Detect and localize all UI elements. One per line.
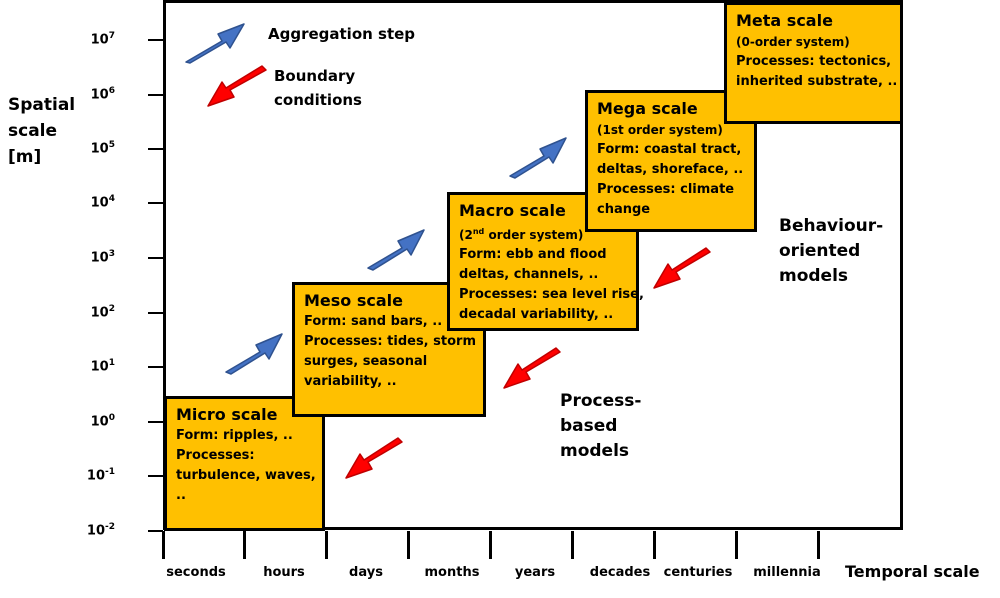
plot-frame: [163, 0, 903, 530]
behaviour-line-2: oriented: [779, 241, 861, 261]
x-tick-mark: [489, 531, 492, 559]
x-label-centuries: centuries: [663, 565, 733, 580]
y-tick-label: 102: [90, 304, 115, 321]
x-label-hours: hours: [263, 565, 305, 580]
micro-scale-box: Micro scale Form: ripples, .. Processes:…: [164, 396, 325, 531]
y-tick-mark: [148, 202, 163, 204]
box-line: Processes: tides, storm: [304, 334, 476, 349]
y-tick-mark: [148, 148, 163, 150]
box-line: Form: sand bars, ..: [304, 314, 443, 329]
y-tick-mark: [148, 94, 163, 96]
x-tick-mark: [325, 531, 328, 559]
y-tick-label: 101: [90, 358, 115, 375]
x-tick-mark: [407, 531, 410, 559]
x-label-seconds: seconds: [166, 565, 226, 580]
y-tick-label: 105: [90, 140, 115, 157]
legend-boundary: Boundary conditions: [274, 64, 362, 112]
x-label-years: years: [514, 565, 556, 580]
y-tick-mark: [148, 312, 163, 314]
legend-boundary-line-2: conditions: [274, 91, 362, 109]
x-label-decades: decades: [589, 565, 651, 580]
box-line: inherited substrate, ..: [736, 74, 898, 89]
aggregation-arrow-icon: [185, 23, 245, 64]
legend-aggregation: Aggregation step: [268, 25, 416, 43]
y-axis-label: Spatial scale [m]: [8, 92, 75, 170]
boundary-arrow-icon: [503, 347, 561, 389]
box-line: deltas, channels, ..: [459, 267, 599, 282]
box-line: Processes: sea level rise,: [459, 287, 644, 302]
x-tick-mark: [735, 531, 738, 559]
x-label-months: months: [424, 565, 480, 580]
micro-scale-title: Micro scale: [176, 405, 278, 424]
box-line: change: [597, 202, 651, 217]
y-tick-label: 107: [90, 31, 115, 48]
x-tick-mark: [653, 531, 656, 559]
boundary-arrow-icon: [653, 247, 711, 289]
x-tick-mark: [162, 531, 165, 559]
process-line-3: models: [560, 441, 630, 461]
y-tick-mark: [148, 475, 163, 477]
y-tick-label: 104: [90, 194, 115, 211]
box-line: Processes:: [176, 448, 255, 463]
y-axis-label-line-3: [m]: [8, 147, 42, 167]
x-tick-mark: [817, 531, 820, 559]
x-label-days: days: [349, 565, 383, 580]
box-line: Processes: tectonics,: [736, 54, 892, 69]
aggregation-arrow-icon: [509, 137, 567, 179]
x-tick-mark: [243, 531, 246, 559]
y-tick-label: 100: [90, 413, 115, 430]
process-line-1: Process-: [560, 391, 642, 411]
aggregation-arrow-icon: [225, 333, 283, 375]
meta-scale-title: Meta scale: [736, 11, 833, 30]
box-line: surges, seasonal: [304, 354, 428, 369]
box-line: variability, ..: [304, 374, 397, 389]
x-axis-label: Temporal scale: [845, 562, 980, 581]
legend-boundary-line-1: Boundary: [274, 67, 356, 85]
y-tick-label: 10-1: [86, 467, 115, 484]
y-axis-label-line-1: Spatial: [8, 95, 76, 115]
mega-scale-title: Mega scale: [597, 99, 698, 118]
y-tick-label: 106: [90, 86, 115, 103]
boundary-arrow-icon: [207, 65, 267, 107]
behaviour-oriented-models-label: Behaviour- oriented models: [779, 214, 883, 289]
process-based-models-label: Process- based models: [560, 389, 641, 464]
y-tick-label: 10-2: [86, 522, 115, 539]
process-line-2: based: [560, 416, 618, 436]
box-line: Processes: climate: [597, 182, 735, 197]
meta-scale-box: Meta scale (0-order system) Processes: t…: [724, 2, 903, 124]
y-tick-mark: [148, 39, 163, 41]
macro-scale-title: Macro scale: [459, 201, 566, 220]
box-line: ..: [176, 488, 186, 503]
meso-scale-title: Meso scale: [304, 291, 403, 310]
box-line: Form: ripples, ..: [176, 428, 293, 443]
box-line: turbulence, waves,: [176, 468, 316, 483]
mega-scale-subtitle: (1st order system): [597, 123, 723, 137]
behaviour-line-3: models: [779, 266, 849, 286]
x-label-millennia: millennia: [753, 565, 821, 580]
macro-scale-subtitle: (2nd order system): [459, 227, 584, 242]
box-line: deltas, shoreface, ..: [597, 162, 744, 177]
y-axis-label-line-2: scale: [8, 121, 58, 141]
box-line: Form: coastal tract,: [597, 142, 742, 157]
y-tick-mark: [148, 257, 163, 259]
box-line: Form: ebb and flood: [459, 247, 607, 262]
aggregation-arrow-icon: [367, 229, 425, 271]
y-tick-mark: [148, 421, 163, 423]
x-tick-mark: [571, 531, 574, 559]
boundary-arrow-icon: [345, 437, 403, 479]
box-line: decadal variability, ..: [459, 307, 614, 322]
y-tick-label: 103: [90, 249, 115, 266]
behaviour-line-1: Behaviour-: [779, 216, 884, 236]
y-tick-mark: [148, 366, 163, 368]
y-tick-mark: [148, 530, 163, 532]
meta-scale-subtitle: (0-order system): [736, 35, 850, 49]
